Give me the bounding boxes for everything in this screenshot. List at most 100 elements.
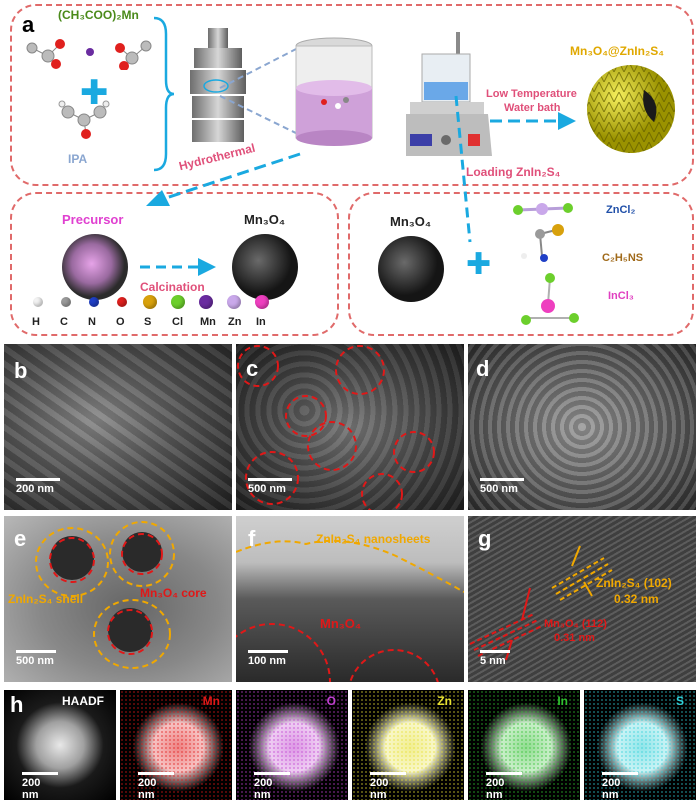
panel-letter-d: d xyxy=(476,356,490,381)
panel-g: g ZnIn₂S₄ (102) 0.32 nm Mn₃O₄ (112) 0.31… xyxy=(468,516,696,682)
legend-label-in: In xyxy=(256,316,266,328)
eds-scale-label: 200 nm xyxy=(602,777,621,800)
mn-plane-label: Mn₃O₄ (112) xyxy=(544,618,607,630)
acetate-molecule-icon xyxy=(26,39,152,70)
legend-dot-s xyxy=(143,295,157,309)
legend-dot-zn xyxy=(227,295,241,309)
eds-map-s: S 200 nm xyxy=(584,690,696,800)
synthesis-box-top xyxy=(10,4,694,186)
nanosheets-label: ZnIn₂S₄ nanosheets xyxy=(316,532,431,546)
legend-dot-n xyxy=(89,297,99,307)
legend-label-o: O xyxy=(116,316,125,328)
precursor-sphere-image xyxy=(62,234,128,300)
reagent-mn-acetate: (CH₃COO)₂Mn xyxy=(58,8,139,22)
sphere-highlight-circles xyxy=(237,345,435,510)
panel-e: e ZnIn₂S₄ shell Mn₃O₄ core 500 nm xyxy=(4,516,232,682)
loading-dashed-line xyxy=(454,95,472,243)
legend-dot-h xyxy=(33,297,43,307)
arrow-calcination xyxy=(140,258,216,276)
scale-bar-b: 200 nm xyxy=(16,478,60,495)
incl3-label: InCl₃ xyxy=(608,290,634,302)
synthesis-box-bottom-left xyxy=(10,192,339,336)
panel-c: c 500 nm xyxy=(236,344,464,510)
panel-letter-e: e xyxy=(14,526,27,551)
eds-scale-bar: 200 nm xyxy=(602,772,638,800)
panel-letter-b: b xyxy=(14,358,28,383)
panel-letter-f: f xyxy=(248,526,256,551)
eds-scale-bar: 200 nm xyxy=(486,772,522,800)
scale-label-e: 500 nm xyxy=(16,655,54,667)
autoclave-zoom-lines xyxy=(219,45,303,137)
product-label: Mn₃O₄@ZnIn₂S₄ xyxy=(570,44,665,58)
eds-map-zn: Zn 200 nm xyxy=(352,690,464,800)
legend-label-mn: Mn xyxy=(200,316,216,328)
eds-map-title: Zn xyxy=(437,694,452,708)
eds-map-in: In 200 nm xyxy=(468,690,580,800)
plus-icon-2: ✚ xyxy=(466,248,492,281)
legend-dot-o xyxy=(117,297,127,307)
synthesis-box-bottom-right xyxy=(348,192,694,336)
panel-d: d 500 nm xyxy=(468,344,696,510)
step-low-temperature: Low Temperature xyxy=(486,88,577,100)
brace-icon xyxy=(153,16,175,172)
eds-map-o: O 200 nm xyxy=(236,690,348,800)
scale-bar-g: 5 nm xyxy=(480,650,510,667)
scale-label-b: 200 nm xyxy=(16,483,54,495)
reagent-ipa: IPA xyxy=(68,152,88,166)
scale-bar-d: 500 nm xyxy=(480,478,524,495)
step-loading: Loading ZnIn₂S₄ xyxy=(466,165,561,179)
reagent-molecules-icon xyxy=(513,203,579,325)
core-label: Mn₃O₄ core xyxy=(140,586,207,600)
mn3o4-left-label: Mn₃O₄ xyxy=(244,212,286,227)
lattice-marks xyxy=(469,545,613,661)
zncl2-label: ZnCl₂ xyxy=(606,204,636,216)
water-bath-icon xyxy=(406,32,492,156)
eds-map-title: S xyxy=(675,694,684,708)
eds-map-title: HAADF xyxy=(62,694,104,708)
mn3o4-sphere-right-image xyxy=(378,236,444,302)
eds-scale-label: 200 nm xyxy=(486,777,505,800)
shell-label: ZnIn₂S₄ shell xyxy=(8,592,84,606)
scale-label-d: 500 nm xyxy=(480,483,518,495)
mn-spacing-label: 0.31 nm xyxy=(554,632,595,644)
legend-label-n: N xyxy=(88,316,96,328)
zis-spacing-label: 0.32 nm xyxy=(614,592,659,606)
mn3o4-right-label: Mn₃O₄ xyxy=(390,214,432,229)
ipa-molecule-icon xyxy=(58,100,110,139)
eds-map-title: O xyxy=(326,694,336,708)
legend-dot-c xyxy=(61,297,71,307)
arrow-hydrothermal xyxy=(146,152,301,206)
core-shell-outlines xyxy=(35,521,175,669)
eds-scale-bar: 200 nm xyxy=(370,772,406,800)
arrow-water-bath xyxy=(490,112,576,130)
scale-label-f: 100 nm xyxy=(248,655,286,667)
legend-dot-in xyxy=(255,295,269,309)
panel-letter-h: h xyxy=(10,692,24,717)
panel-letter-g: g xyxy=(478,526,492,551)
scale-bar-c: 500 nm xyxy=(248,478,292,495)
step-water-bath: Water bath xyxy=(504,102,561,114)
legend-label-s: S xyxy=(144,316,152,328)
panel-letter-c: c xyxy=(246,356,259,381)
panel-b: b 200 nm xyxy=(4,344,232,510)
eds-scale-label: 200 nm xyxy=(370,777,389,800)
eds-map-haadf: HAADF 200 nm h xyxy=(4,690,116,800)
panel-letter-a: a xyxy=(22,12,35,37)
c2h5ns-label: C₂H₅NS xyxy=(602,252,644,264)
zis-plane-label: ZnIn₂S₄ (102) xyxy=(596,576,672,590)
legend-dot-mn xyxy=(199,295,213,309)
precursor-label: Precursor xyxy=(62,212,124,227)
eds-map-title: In xyxy=(557,694,568,708)
eds-scale-bar: 200 nm xyxy=(254,772,290,800)
eds-scale-label: 200 nm xyxy=(254,777,273,800)
eds-scale-bar: 200 nm xyxy=(138,772,174,800)
legend-label-cl: Cl xyxy=(172,316,183,328)
legend-label-zn: Zn xyxy=(228,316,242,328)
mn3o4-sphere-left-image xyxy=(232,234,298,300)
mn3o4-f-label: Mn₃O₄ xyxy=(320,616,362,631)
eds-scale-label: 200 nm xyxy=(22,777,41,800)
core-shell-sphere-image xyxy=(587,65,675,153)
step-calcination: Calcination xyxy=(140,280,205,294)
legend-label-h: H xyxy=(32,316,40,328)
eds-scale-bar: 200 nm xyxy=(22,772,58,800)
